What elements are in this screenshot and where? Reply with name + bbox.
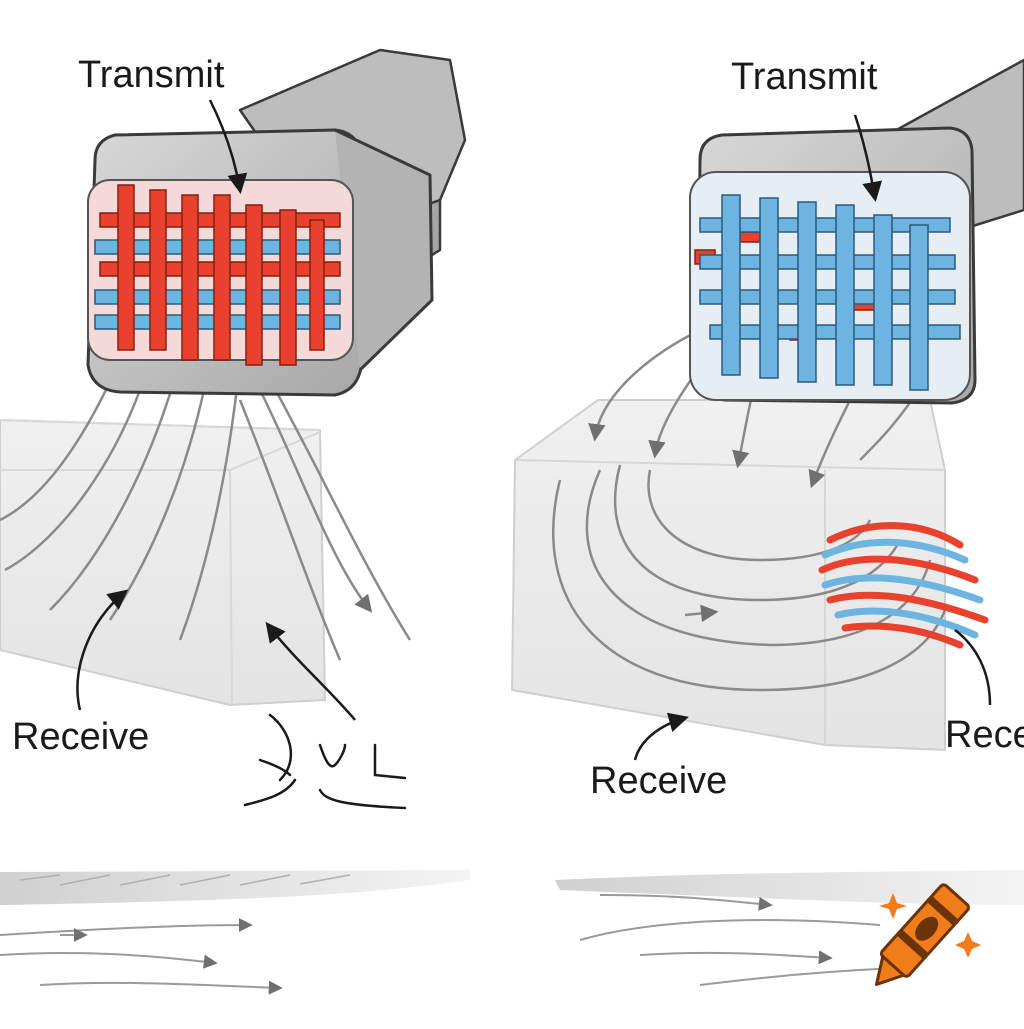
receive-label-left: Receive (12, 716, 150, 758)
left-arrows (76, 99, 356, 721)
receive-right-arrow (954, 629, 992, 706)
transmit-right-arrow (853, 114, 883, 202)
receive-label-right: Rece (945, 714, 1024, 756)
receive-label-center: Receive (590, 760, 728, 802)
crayon-icon (874, 883, 970, 986)
receive-left-arrow (76, 589, 129, 711)
left-transducer-array (94, 184, 341, 366)
right-floor-section (555, 870, 1024, 986)
receive-center-arrow (633, 712, 689, 761)
transmit-label-left: Transmit (78, 54, 225, 96)
left-floor-section (0, 870, 470, 995)
right-transducer-array (694, 194, 961, 391)
left-sketch-marks (243, 713, 407, 810)
right-beam-lines (551, 328, 947, 692)
left-beam-lines (0, 359, 412, 661)
transmit-label-right: Transmit (731, 56, 878, 98)
left-tissue-block (0, 418, 327, 707)
transmit-left-arrow (208, 99, 248, 194)
receive-left-arrow-2 (265, 621, 356, 721)
right-flexible-array (818, 522, 989, 649)
right-arrows (633, 114, 992, 761)
sparkle-icon (879, 893, 981, 958)
